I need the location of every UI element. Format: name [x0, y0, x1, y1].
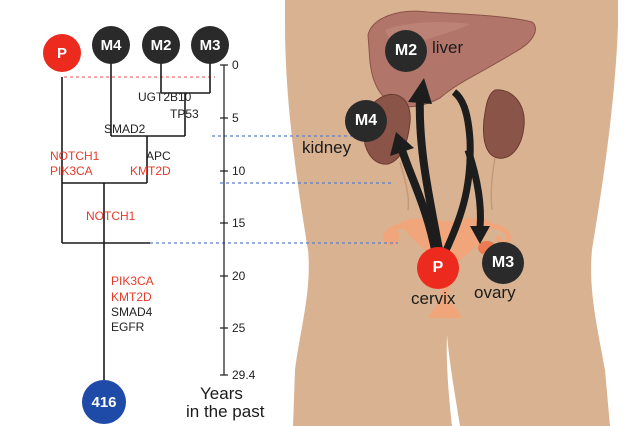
gene-kmt2d-metastasis: KMT2D	[130, 164, 171, 178]
gene-pik3ca-trunk: PIK3CA	[111, 274, 154, 288]
gene-egfr: EGFR	[111, 320, 145, 334]
ureter-right	[490, 157, 496, 211]
gene-notch1-primary: NOTCH1	[50, 149, 100, 163]
arrow-to-ovary-down	[464, 148, 484, 229]
arrow-head-liver	[408, 78, 432, 104]
node-m2[interactable]: M2	[142, 26, 180, 64]
kidney-node[interactable]: M4	[345, 100, 387, 142]
liver-node[interactable]: M2	[385, 30, 427, 72]
node-m3[interactable]: M3	[191, 26, 229, 64]
gene-tp53: TP53	[170, 107, 199, 121]
leg-gap	[446, 335, 460, 426]
node-m4[interactable]: M4	[92, 26, 130, 64]
axis-label-past: in the past	[186, 402, 265, 421]
gene-kmt2d-trunk: KMT2D	[111, 290, 152, 304]
ovary-left	[385, 227, 399, 245]
arrow-head-ovary	[470, 226, 490, 244]
time-axis	[220, 64, 228, 376]
uterus	[400, 218, 492, 265]
cervix-canal	[428, 262, 462, 318]
node-root[interactable]: 416	[82, 380, 126, 424]
node-p[interactable]: P	[43, 34, 81, 72]
ovary-node[interactable]: M3	[482, 242, 524, 284]
gene-ugt2b10: UGT2B10	[138, 90, 192, 104]
axis-label-years: Years	[200, 384, 243, 403]
tick-5: 5	[232, 111, 239, 125]
kidney-right	[483, 89, 525, 159]
tick-25: 25	[232, 321, 246, 335]
phylogenetic-tree	[61, 60, 211, 385]
gene-pik3ca-primary: PIK3CA	[50, 164, 93, 178]
gene-notch1-trunk: NOTCH1	[86, 209, 136, 223]
arrow-to-ovary	[440, 89, 474, 257]
cervix-label: cervix	[411, 289, 456, 308]
fallopian-right	[487, 223, 511, 246]
gene-smad4: SMAD4	[111, 305, 153, 319]
ureter-left	[399, 161, 410, 211]
tick-20: 20	[232, 269, 246, 283]
tick-0: 0	[232, 58, 239, 72]
gene-smad2: SMAD2	[104, 122, 146, 136]
arrow-to-liver	[415, 94, 444, 256]
gene-apc: APC	[146, 149, 171, 163]
kidney-label: kidney	[302, 138, 352, 157]
tick-15: 15	[232, 216, 246, 230]
liver-label: liver	[432, 38, 464, 57]
tick-10: 10	[232, 164, 246, 178]
arrow-to-kidney	[398, 148, 440, 256]
ovary-label: ovary	[474, 283, 516, 302]
tick-29-4: 29.4	[232, 368, 256, 382]
cervix-node[interactable]: P	[417, 247, 459, 289]
arrow-head-kidney	[390, 132, 414, 156]
